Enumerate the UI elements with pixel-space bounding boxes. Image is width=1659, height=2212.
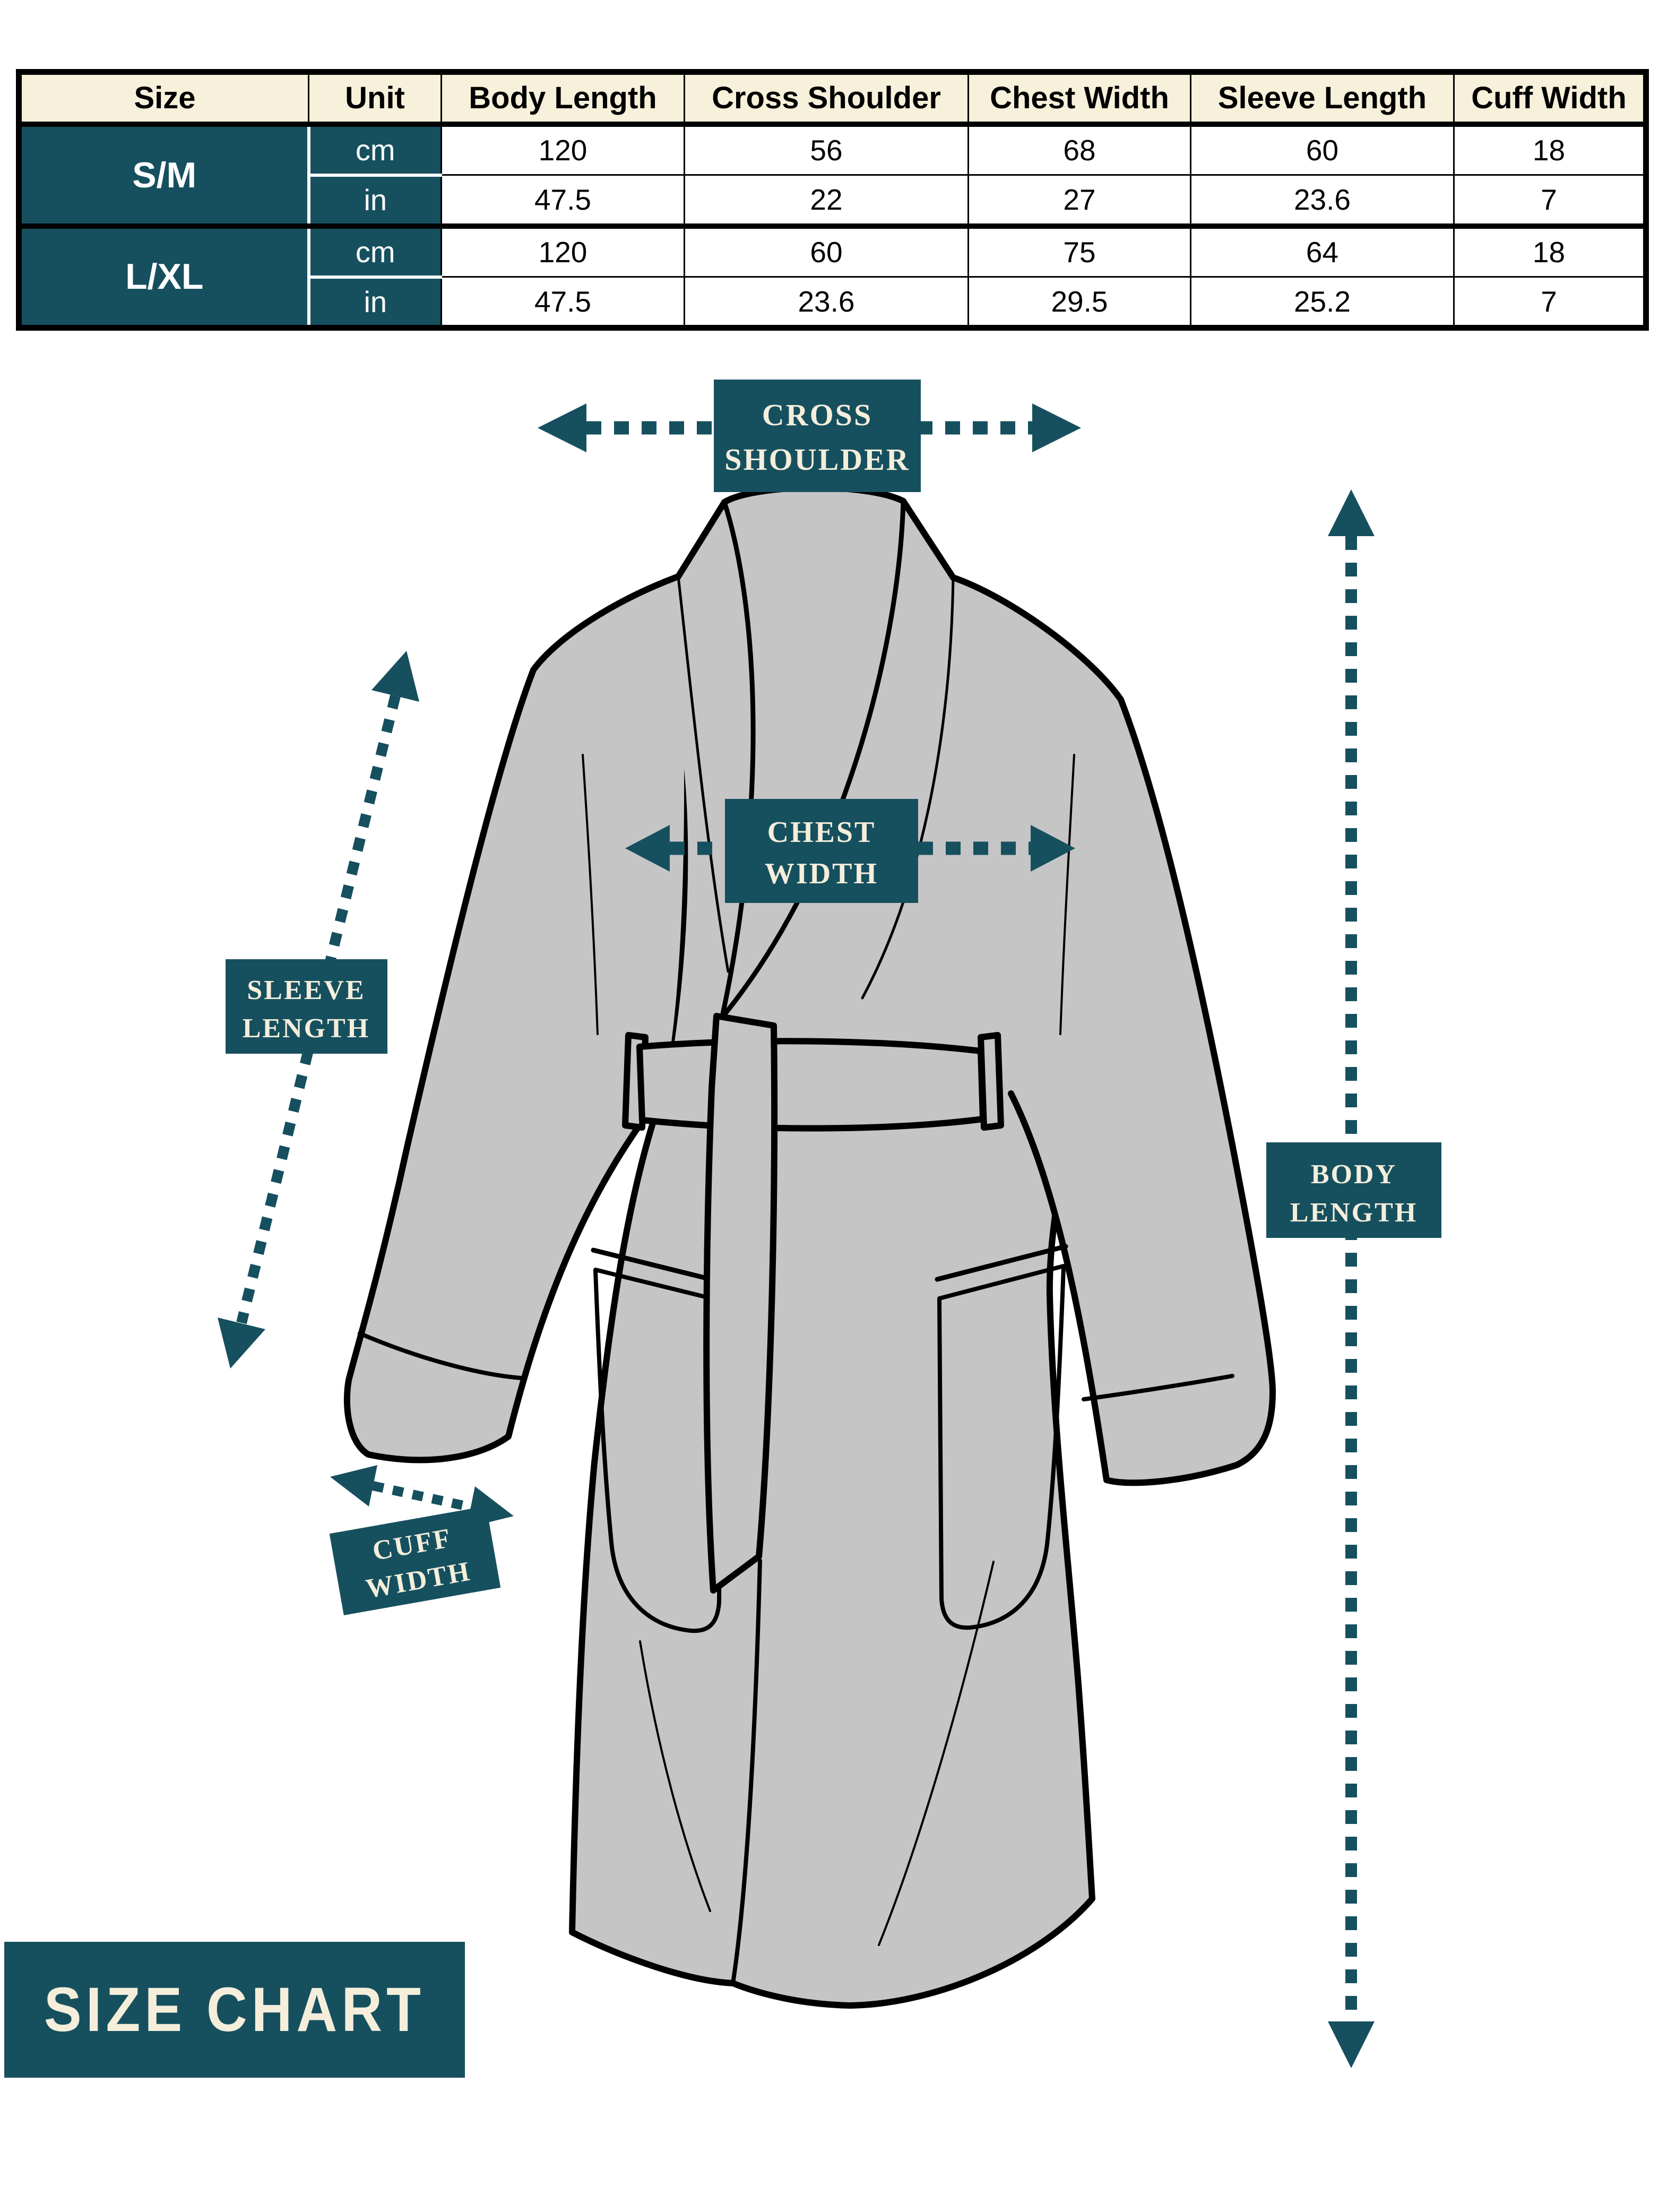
table-row-sm-cm: S/M cm 120 56 68 60 18 <box>19 124 1646 226</box>
body-length-label: BODY LENGTH <box>1266 1142 1441 1238</box>
arrowhead-icon <box>1328 489 1375 536</box>
table-row-lxl-cm: L/XL cm 120 60 75 64 18 <box>19 223 1646 328</box>
value-cell: 60 <box>1190 124 1454 175</box>
col-header-cross-shoulder: Cross Shoulder <box>684 72 969 127</box>
unit-cell: in <box>307 173 442 226</box>
cross-shoulder-label: CROSS SHOULDER <box>714 380 921 492</box>
arrowhead-icon <box>625 825 670 872</box>
value-cell: 120 <box>440 124 685 175</box>
cuff-width-label: CUFF WIDTH <box>329 1506 501 1615</box>
svg-text:LENGTH: LENGTH <box>1290 1198 1418 1228</box>
sleeve-length-label: SLEEVE LENGTH <box>226 959 387 1054</box>
arrowhead-icon <box>1031 825 1075 872</box>
svg-text:BODY: BODY <box>1311 1159 1397 1190</box>
body-length-arrow <box>1328 489 1375 2068</box>
robe-left-sleeve-shape <box>347 576 685 1460</box>
left-cuff-line <box>358 1331 524 1380</box>
col-header-body-length: Body Length <box>440 72 685 127</box>
right-pocket <box>935 1244 1068 1630</box>
unit-cell: cm <box>307 223 442 277</box>
value-cell: 7 <box>1453 276 1646 328</box>
belt-band <box>636 1038 986 1132</box>
value-cell: 29.5 <box>967 276 1191 328</box>
value-cell: 64 <box>1190 223 1454 277</box>
robe-left-sleeve-outline <box>343 573 681 1464</box>
arrowhead-icon <box>371 651 419 702</box>
size-cell-sm: S/M <box>19 124 310 226</box>
value-cell: 7 <box>1453 174 1646 226</box>
value-cell: 22 <box>684 174 969 226</box>
svg-text:CROSS: CROSS <box>762 398 872 432</box>
cuff-width-arrow <box>330 1465 514 1528</box>
robe-right-sleeve-shape <box>953 578 1273 1483</box>
value-cell: 18 <box>1453 223 1646 277</box>
col-header-chest-width: Chest Width <box>967 72 1191 127</box>
svg-text:CHEST: CHEST <box>767 816 876 849</box>
svg-text:SHOULDER: SHOULDER <box>724 442 910 477</box>
chest-width-label: CHEST WIDTH <box>725 799 918 903</box>
table-row-lxl-in: in 47.5 23.6 29.5 25.2 7 <box>19 275 1646 328</box>
arrowhead-icon <box>1032 403 1081 452</box>
svg-text:LENGTH: LENGTH <box>243 1013 370 1044</box>
value-cell: 68 <box>967 124 1191 175</box>
col-header-cuff-width: Cuff Width <box>1453 72 1646 127</box>
svg-text:WIDTH: WIDTH <box>765 857 878 890</box>
value-cell: 60 <box>684 223 969 277</box>
value-cell: 56 <box>684 124 969 175</box>
right-cuff-line <box>1082 1374 1234 1401</box>
collar-lapel-lines <box>677 498 955 1017</box>
value-cell: 75 <box>967 223 1191 277</box>
left-pocket <box>591 1247 724 1633</box>
value-cell: 47.5 <box>440 276 685 328</box>
size-chart-banner: SIZE CHART <box>4 1942 465 2078</box>
value-cell: 18 <box>1453 124 1646 175</box>
arrowhead-icon <box>1328 2021 1375 2068</box>
value-cell: 120 <box>440 223 685 277</box>
value-cell: 27 <box>967 174 1191 226</box>
front-panel-edge <box>731 1559 762 1985</box>
crease-lines <box>582 754 1075 1946</box>
size-cell-lxl: L/XL <box>19 223 310 328</box>
col-header-size: Size <box>19 72 309 127</box>
belt-tie <box>703 1013 778 1594</box>
arrowhead-icon <box>218 1318 265 1368</box>
value-cell: 23.6 <box>1190 174 1454 226</box>
svg-text:SLEEVE: SLEEVE <box>247 975 365 1005</box>
size-table: Size Unit Body Length Cross Shoulder Che… <box>16 69 1649 331</box>
value-cell: 25.2 <box>1190 276 1454 328</box>
table-header-row: Size Unit Body Length Cross Shoulder Che… <box>19 72 1646 127</box>
size-chart-title: SIZE CHART <box>44 1975 426 2045</box>
unit-cell: cm <box>307 124 442 175</box>
value-cell: 23.6 <box>684 276 969 328</box>
arrowhead-icon <box>538 403 586 452</box>
table-row-sm-in: in 47.5 22 27 23.6 7 <box>19 173 1646 226</box>
col-header-unit: Unit <box>308 72 442 127</box>
arrowhead-icon <box>330 1465 377 1507</box>
col-header-sleeve-length: Sleeve Length <box>1190 72 1454 127</box>
value-cell: 47.5 <box>440 174 685 226</box>
unit-cell: in <box>307 275 442 328</box>
